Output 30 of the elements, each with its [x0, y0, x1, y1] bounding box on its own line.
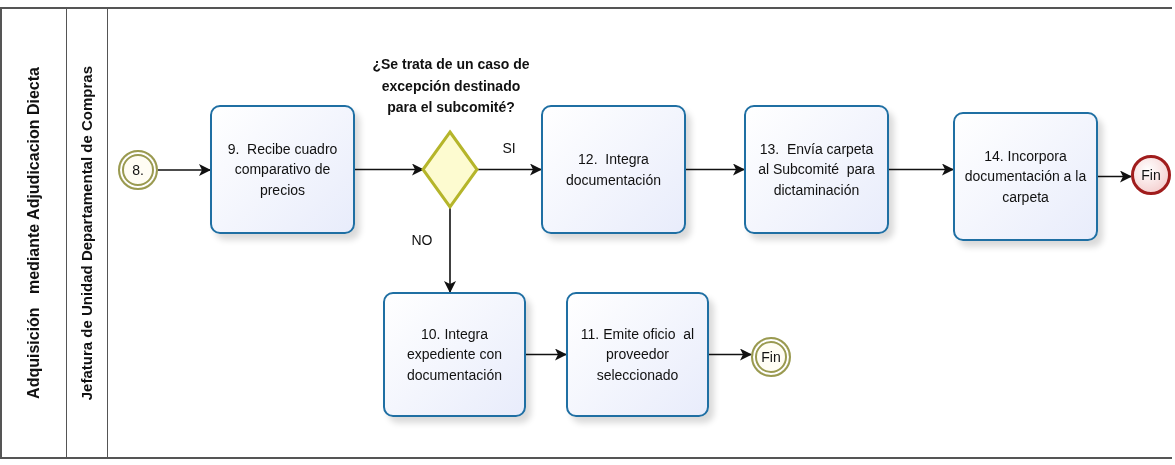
arrow [354, 163, 424, 176]
event-label: Fin [761, 349, 781, 365]
task-label: 12. Integra documentación [565, 150, 662, 190]
arrow [708, 348, 752, 361]
arrow [444, 206, 456, 293]
task-label: 13. Envía carpeta al Subcomité para dictaminación [757, 140, 876, 200]
task-box [953, 112, 1098, 241]
event-label: 8. [132, 162, 144, 178]
arrow [1097, 170, 1132, 183]
task-label: 9. Recibe cuadro comparativo de precios [226, 140, 339, 200]
arrow [157, 164, 211, 176]
task-box [383, 292, 526, 417]
task-box [744, 105, 889, 234]
task-label: 11. Emite oficio al proveedor seleccionado [579, 325, 696, 385]
lane-label: Jefatura de Unidad Departamental de Compras [78, 65, 96, 401]
task-label: 14. Incorpora documentación a la carpeta [963, 147, 1088, 207]
pool-label: Adquisición mediante Adjudicacion Diecta [23, 67, 43, 399]
intermediate-event-circle [118, 150, 158, 190]
task-box [541, 105, 686, 234]
task-box [210, 105, 355, 234]
task-label: 10. Integra expediente con documentación [406, 325, 503, 385]
arrow [685, 163, 745, 176]
end-event-circle [1131, 155, 1171, 195]
event-label: Fin [1141, 167, 1161, 183]
task-box [566, 292, 709, 417]
arrow [476, 163, 542, 176]
gateway-question: ¿Se trata de un caso de excepción destinado para el subcomité? [371, 55, 531, 118]
arrow [525, 348, 567, 361]
arrow [888, 163, 954, 176]
intermediate-event-circle [751, 337, 791, 377]
